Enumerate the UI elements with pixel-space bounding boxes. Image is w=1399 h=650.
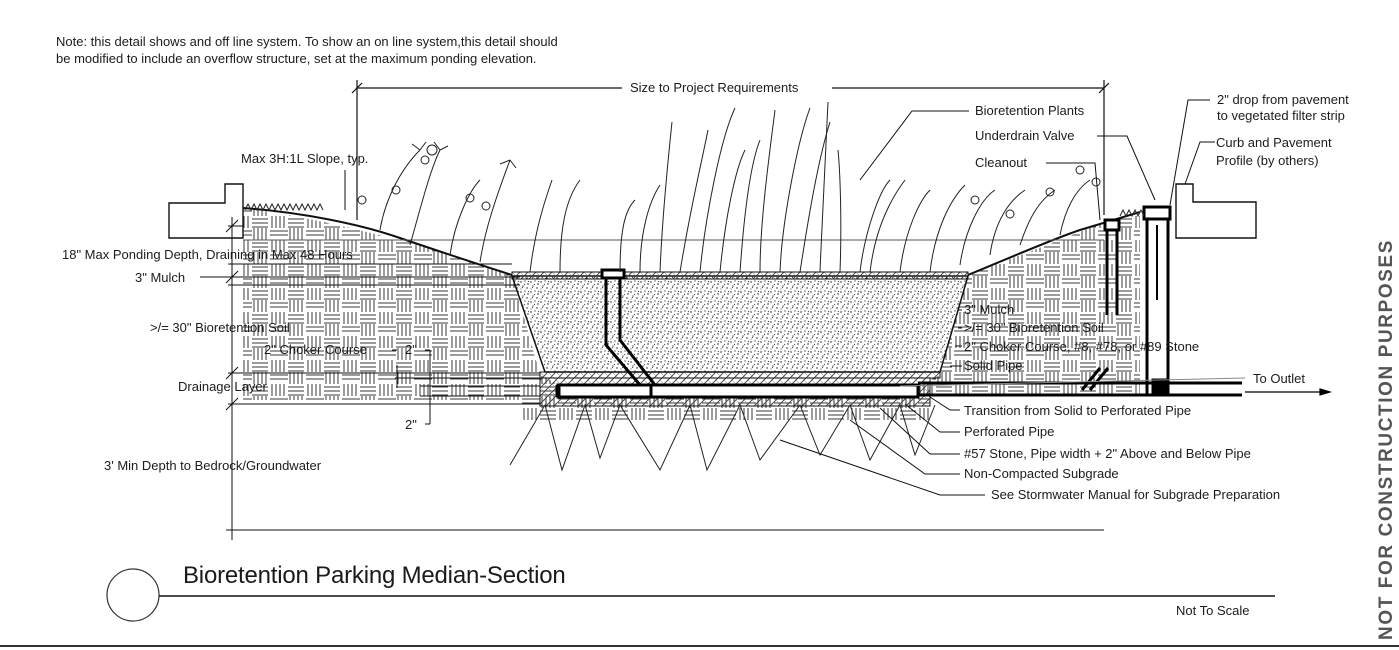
underdrain-pipe <box>555 383 920 399</box>
callout-right-transition: Transition from Solid to Perforated Pipe <box>964 403 1192 418</box>
callout-right-solid-pipe: Solid Pipe <box>964 358 1023 373</box>
right-curb <box>1175 183 1257 239</box>
callout-right-manual: See Stormwater Manual for Subgrade Prepa… <box>991 487 1281 502</box>
dim-label-mulch: 3" Mulch <box>135 270 186 285</box>
callout-right-subgrade: Non-Compacted Subgrade <box>964 466 1119 481</box>
outlet-pipe <box>918 381 1242 397</box>
dim-label-drainage: Drainage Layer <box>178 379 267 394</box>
bioretention-soil <box>510 275 969 373</box>
callout-leaders-top <box>344 99 1215 221</box>
callout-right-mulch: 3" Mulch <box>964 302 1015 317</box>
callout-right-choker: 2" Choker Course, #8, #78, or #89 Stone <box>964 339 1200 354</box>
choker-course <box>539 371 941 379</box>
drawing-title: Bioretention Parking Median-Section <box>183 562 566 589</box>
dim-label-soil: >/= 30" Bioretention Soil <box>150 320 290 335</box>
callout-curb: Curb and Pavement Profile (by others) <box>1216 135 1332 168</box>
note-text: Note: this detail shows and off line sys… <box>56 34 558 66</box>
ground-surface <box>242 207 1141 276</box>
callout-plants: Bioretention Plants <box>975 103 1085 118</box>
dim-label-depth: 3' Min Depth to Bedrock/Groundwater <box>104 458 322 473</box>
section-callout-circle <box>106 568 160 622</box>
callout-valve: Underdrain Valve <box>975 128 1075 143</box>
observation-riser <box>600 268 657 386</box>
cleanout-riser <box>1080 218 1121 391</box>
bioretention-plants <box>244 101 1145 273</box>
dim-label-choker-dim: 2" <box>405 342 417 357</box>
callout-right-stone: #57 Stone, Pipe width + 2" Above and Bel… <box>964 446 1251 461</box>
width-dimension <box>351 80 1110 220</box>
bottom-border <box>0 645 1399 647</box>
callout-leaders-right <box>779 309 1246 496</box>
dim-label-drainage-dim: 2" <box>405 417 417 432</box>
callout-cleanout: Cleanout <box>975 155 1028 170</box>
callout-right-perforated: Perforated Pipe <box>964 424 1055 439</box>
left-dimensions <box>200 217 1104 540</box>
dim-label-choker: 2" Choker Course <box>264 342 367 357</box>
subgrade-zigzag <box>509 403 936 472</box>
dim-label-ponding: 18" Max Ponding Depth, Draining in Max 4… <box>62 247 353 262</box>
underdrain-valve-riser <box>1142 205 1172 397</box>
left-curb <box>168 183 244 239</box>
dim-label-width: Size to Project Requirements <box>630 80 799 95</box>
construction-stamp: NOT FOR CONSTRUCTION PURPOSES <box>1376 238 1397 640</box>
scale-note: Not To Scale <box>1176 603 1250 618</box>
callout-drop: 2" drop from pavement to vegetated filte… <box>1217 92 1349 123</box>
callout-right-soil: >/= 30" Bioretention Soil <box>964 320 1104 335</box>
callout-right-outlet: To Outlet <box>1253 371 1306 386</box>
dim-label-slope: Max 3H:1L Slope, typ. <box>241 151 369 166</box>
to-outlet-arrow <box>1245 388 1333 396</box>
mulch-layer <box>511 271 969 280</box>
